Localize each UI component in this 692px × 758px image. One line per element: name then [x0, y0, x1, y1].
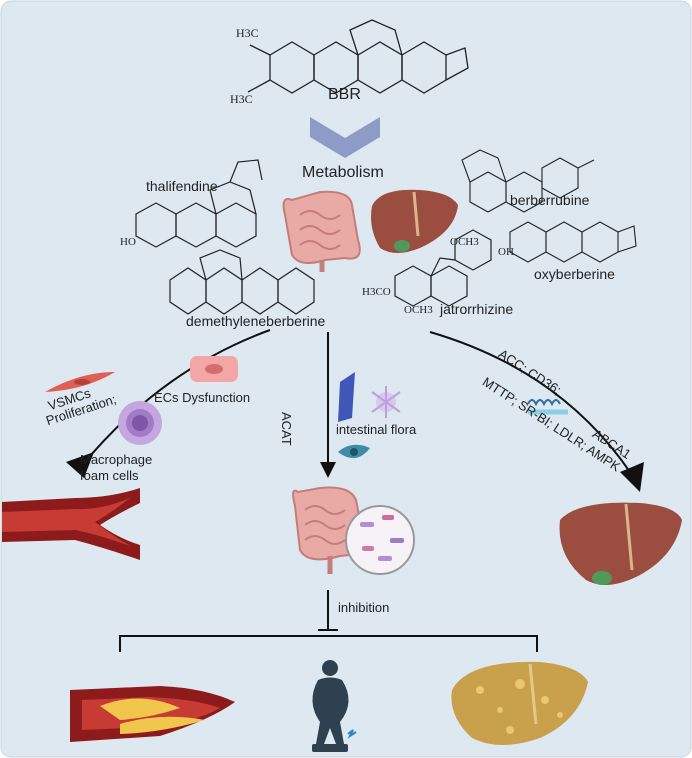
thalifendine-label: thalifendine	[146, 178, 218, 194]
endothelial-cell	[190, 356, 238, 382]
right-arrowhead	[620, 462, 644, 492]
artery-left	[2, 488, 140, 560]
jatrorrhizine-label: jatrorrhizine	[440, 301, 514, 317]
vsmc-cell	[45, 372, 115, 392]
ecs-dysfunction-label: ECs Dysfunction	[154, 390, 251, 405]
inhibition-label: inhibition	[338, 600, 390, 615]
bacteria-magnifier	[345, 505, 415, 575]
metabolism-chevron	[310, 117, 380, 158]
jatrorrhizine-structure	[394, 229, 492, 307]
bbr-h3c-top-label: H3C	[236, 26, 259, 40]
metabolism-label: Metabolism	[302, 164, 384, 181]
foam-cells-label: foam cells	[80, 468, 139, 483]
acat-label: ACAT	[279, 412, 294, 446]
och3-bottom-label: OCH3	[404, 304, 433, 316]
artery-plaque	[70, 686, 235, 742]
fatty-liver-icon	[451, 661, 588, 745]
left-arrowhead	[66, 452, 94, 478]
intestinal-flora-label: intestinal flora	[336, 422, 417, 437]
liver-right	[559, 502, 682, 585]
ho-label: HO	[120, 236, 136, 248]
macrophage-label: Macrophage	[80, 452, 153, 467]
berberrubine-structure	[461, 149, 595, 213]
h3co-left-label: H3CO	[362, 286, 391, 298]
thalifendine-structure	[135, 159, 263, 248]
oxyberberine-structure	[509, 221, 637, 263]
outcome-bracket	[119, 635, 538, 652]
obese-person-icon	[312, 660, 357, 752]
macrophage-cell	[118, 401, 162, 445]
bbr-label: BBR	[328, 86, 361, 103]
bbr-structure	[247, 19, 469, 94]
middle-arrowhead	[320, 462, 336, 478]
bbr-h3c-bottom-label: H3C	[230, 92, 253, 106]
abca1-transporter-icon	[527, 399, 568, 415]
demethyleneberberine-label: demethyleneberberine	[186, 313, 326, 329]
right-arrow	[429, 331, 631, 473]
och3-top-label: OCH3	[450, 236, 479, 248]
microbe-cells	[338, 372, 401, 459]
oh-label: OH	[498, 246, 514, 258]
berberrubine-label: berberrubine	[510, 192, 590, 208]
oxyberberine-label: oxyberberine	[534, 266, 615, 282]
left-arrow	[76, 329, 271, 472]
liver-top	[371, 189, 458, 253]
intestine-top	[282, 190, 361, 272]
demethyleneberberine-structure	[169, 249, 315, 315]
